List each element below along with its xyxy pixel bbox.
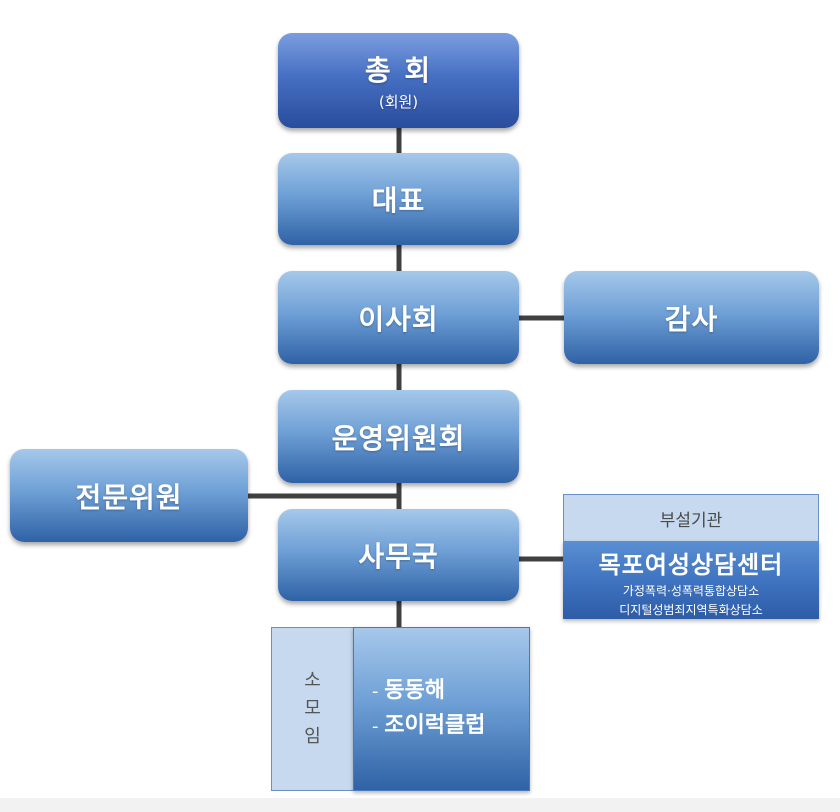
- club-item-name: 동동해: [384, 678, 445, 703]
- secretariat-label: 사무국: [358, 540, 439, 573]
- affiliate-program: 가정폭력·성폭력통합상담소: [622, 584, 760, 598]
- general-assembly-subtitle: (회원): [378, 93, 419, 111]
- board-label: 이사회: [358, 302, 439, 336]
- bottom-strip: [0, 798, 840, 812]
- club-item-name: 조이럭클럽: [384, 713, 486, 738]
- clubs-label-char: 모: [304, 698, 321, 719]
- audit-label: 감사: [664, 302, 719, 336]
- affiliate-program: 디지털성범죄지역특화상담소: [619, 603, 763, 617]
- affiliate-header-label: 부설기관: [659, 510, 723, 531]
- expert-committee-label: 전문위원: [75, 480, 183, 514]
- expert-committee-box: 전문위원: [10, 449, 248, 542]
- general-assembly-title: 총 회: [364, 54, 433, 87]
- affiliate-box: 목포여성상담센터 가정폭력·성폭력통합상담소 디지털성범죄지역특화상담소: [563, 541, 819, 619]
- steering-committee-label: 운영위원회: [331, 421, 466, 455]
- board-box: 이사회: [278, 271, 519, 364]
- audit-box: 감사: [564, 271, 819, 364]
- representative-label: 대표: [371, 184, 426, 217]
- secretariat-box: 사무국: [278, 509, 519, 601]
- club-item: - 조이럭클럽: [372, 713, 486, 738]
- clubs-label-char: 임: [304, 726, 321, 747]
- affiliate-name: 목포여성상담센터: [598, 551, 784, 579]
- clubs-box: - 동동해 - 조이럭클럽: [353, 627, 530, 791]
- club-item: - 동동해: [372, 678, 445, 703]
- steering-committee-box: 운영위원회: [278, 390, 519, 483]
- clubs-label-char: 소: [304, 670, 321, 691]
- general-assembly-box: 총 회 (회원): [278, 33, 519, 128]
- clubs-label: 소 모 임: [271, 627, 354, 791]
- affiliate-header: 부설기관: [563, 494, 819, 542]
- representative-box: 대표: [278, 153, 519, 245]
